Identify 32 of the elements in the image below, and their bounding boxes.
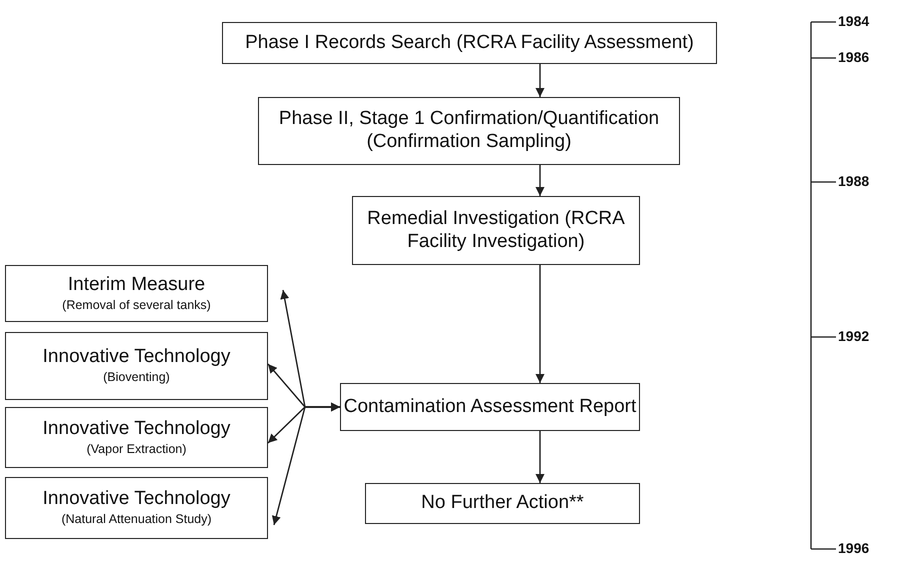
process-box [340,383,640,431]
box-title: Phase II, Stage 1 Confirmation/Quantification (Confirmation Sampling) [278,108,660,154]
process-box [5,407,268,468]
arrow [272,402,340,526]
process-box [222,22,717,64]
box-title: Innovative Technology [42,346,230,370]
box-title: Innovative Technology [42,418,230,441]
year-label: 1986 [838,49,870,65]
box-title: Remedial Investigation (RCRA Facility Investigation) [366,208,626,254]
arrow [536,431,544,483]
box-subtitle: (Bioventing) [103,369,170,386]
arrow [536,265,544,383]
year-label: 1984 [838,13,870,29]
box-subtitle: (Natural Attenuation Study) [61,511,212,528]
box-title: Interim Measure [68,274,206,297]
arrow [536,165,544,196]
process-box [258,97,680,165]
process-box [352,196,640,265]
process-box [5,332,268,400]
box-subtitle: (Vapor Extraction) [86,440,186,458]
box-title: Contamination Assessment Report [344,396,636,418]
arrow [536,64,544,97]
process-box [365,483,640,524]
box-title: Innovative Technology [42,488,230,512]
process-box [5,477,268,539]
box-title: Phase I Records Search (RCRA Facility Assessment) [245,32,694,54]
year-label: 1992 [838,328,870,344]
box-title: No Further Action** [421,492,584,515]
process-box [5,265,268,322]
year-label: 1988 [838,173,870,189]
year-label: 1996 [838,540,870,556]
box-subtitle: (Removal of several tanks) [62,296,211,314]
